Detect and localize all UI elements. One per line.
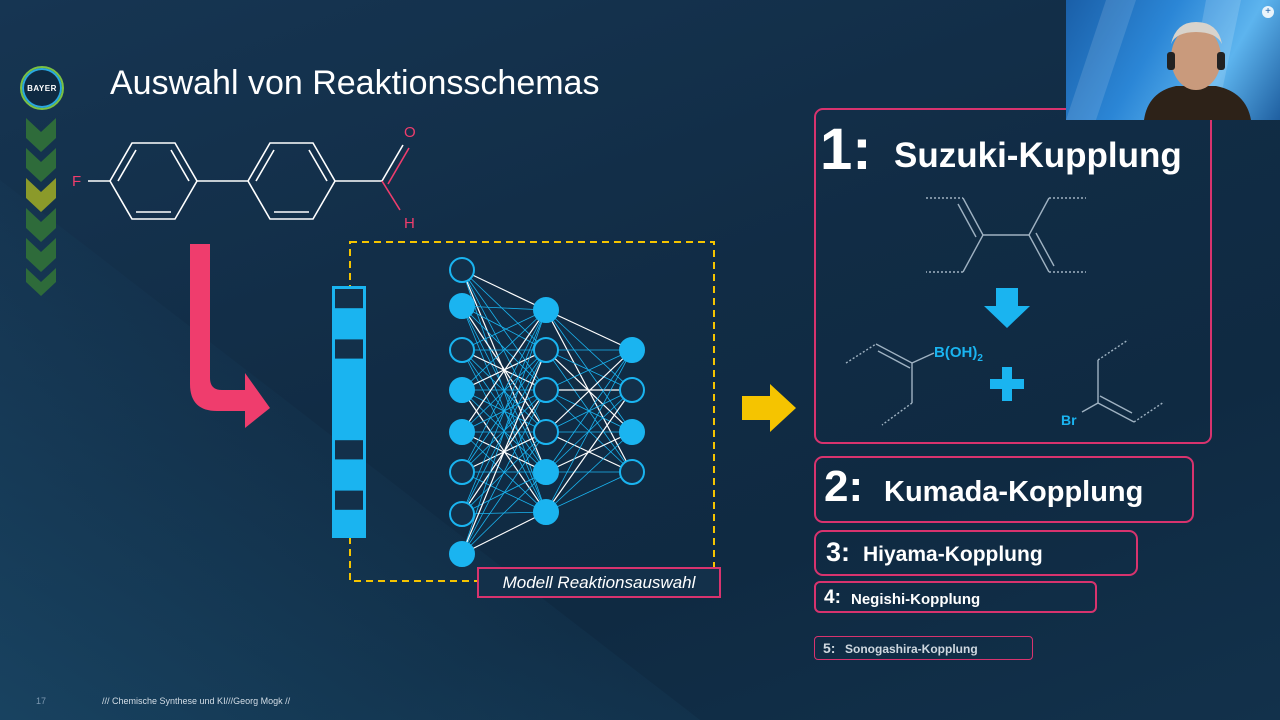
nn-edge — [545, 309, 633, 351]
reaction-number: 1: — [820, 117, 872, 182]
reaction-box-negishi[interactable]: 4: Negishi-Kopplung — [814, 581, 1097, 613]
nn-node — [449, 337, 475, 363]
nn-node — [619, 377, 645, 403]
nn-edge — [461, 471, 547, 555]
nn-edge — [461, 309, 547, 555]
boronic-acid-label: B(OH)2 — [934, 344, 983, 364]
halide-label: Br — [1061, 412, 1077, 428]
nn-edge — [461, 309, 547, 391]
reaction-box-hiyama[interactable]: 3: Hiyama-Kopplung — [814, 530, 1138, 576]
yellow-arrow-icon — [742, 384, 796, 432]
reaction-name: Suzuki-Kupplung — [894, 136, 1182, 175]
nn-node — [619, 337, 645, 363]
reaction-number: 4: — [824, 587, 841, 608]
nn-node — [533, 419, 559, 445]
nn-node — [449, 257, 475, 283]
nn-node — [533, 337, 559, 363]
atom-oxygen: O — [404, 124, 416, 141]
presenter-silhouette — [1066, 0, 1251, 120]
nn-node — [533, 377, 559, 403]
nn-edge — [545, 349, 633, 391]
footer-text: /// Chemische Synthese und KI///Georg Mo… — [102, 696, 291, 706]
nn-edge — [461, 269, 547, 311]
nn-edge — [461, 389, 547, 555]
reaction-name: Negishi-Kopplung — [851, 591, 981, 608]
nn-edge — [461, 269, 547, 433]
bent-arrow-icon — [190, 244, 270, 428]
nn-edge — [545, 349, 633, 513]
reaction-number: 5: — [823, 640, 836, 656]
nn-edge — [461, 349, 547, 555]
nn-edge — [461, 309, 547, 433]
reaction-number: 3: — [826, 537, 851, 567]
bayer-logo: BAYER — [20, 66, 64, 110]
nn-edge — [461, 305, 547, 391]
nn-node — [449, 419, 475, 445]
reaction-box-suzuki[interactable]: 1: Suzuki-Kupplung — [814, 108, 1212, 444]
nn-node — [619, 419, 645, 445]
neural-network-diagram — [332, 241, 715, 582]
atom-hydrogen: H — [404, 215, 415, 232]
atom-fluorine: F — [72, 173, 81, 190]
feature-vector-cell — [335, 289, 363, 309]
nn-edge — [461, 309, 547, 515]
feature-vector-cell — [335, 490, 363, 510]
nn-node — [533, 459, 559, 485]
nn-edge — [545, 431, 633, 513]
nn-node — [449, 541, 475, 567]
nn-edge — [461, 309, 547, 473]
nn-edge — [461, 305, 547, 351]
suzuki-scheme: B(OH)2 Br — [845, 197, 1165, 428]
nn-node — [449, 377, 475, 403]
model-label: Modell Reaktionsauswahl — [477, 567, 721, 598]
nn-node — [619, 459, 645, 485]
nn-edge — [545, 349, 633, 433]
webcam-video: + — [1066, 0, 1280, 120]
nn-node — [533, 297, 559, 323]
nn-edge — [461, 305, 547, 513]
nn-edge — [545, 349, 633, 473]
reaction-box-sonogashira[interactable]: 5: Sonogashira-Kopplung — [814, 636, 1033, 660]
nn-edge — [461, 431, 547, 555]
nn-edge — [461, 305, 547, 473]
nn-edge — [461, 431, 547, 515]
feature-vector-cell — [335, 440, 363, 460]
reaction-name: Hiyama-Kopplung — [863, 543, 1043, 566]
nn-node — [449, 501, 475, 527]
nn-node — [533, 499, 559, 525]
nn-edge — [461, 309, 547, 351]
nn-edge — [461, 471, 547, 513]
chevron-strip-icon — [26, 118, 56, 296]
nn-edge — [461, 305, 547, 311]
reaction-name: Sonogashira-Kopplung — [845, 642, 978, 656]
logo-text: BAYER — [27, 83, 57, 93]
reaction-box-kumada[interactable]: 2: Kumada-Kopplung — [814, 456, 1194, 523]
molecule-structure: F O H — [72, 124, 416, 232]
nn-edge — [461, 511, 547, 555]
slide-title: Auswahl von Reaktionsschemas — [110, 64, 600, 102]
nn-node — [449, 459, 475, 485]
feature-vector-cell — [335, 339, 363, 359]
nn-node — [449, 293, 475, 319]
page-number: 17 — [36, 696, 47, 706]
nn-edge — [545, 309, 633, 433]
expand-icon[interactable]: + — [1262, 6, 1274, 18]
reaction-name: Kumada-Kopplung — [884, 476, 1144, 508]
reaction-number: 2: — [824, 462, 864, 511]
nn-edge — [545, 471, 633, 513]
nn-edge — [545, 389, 633, 513]
